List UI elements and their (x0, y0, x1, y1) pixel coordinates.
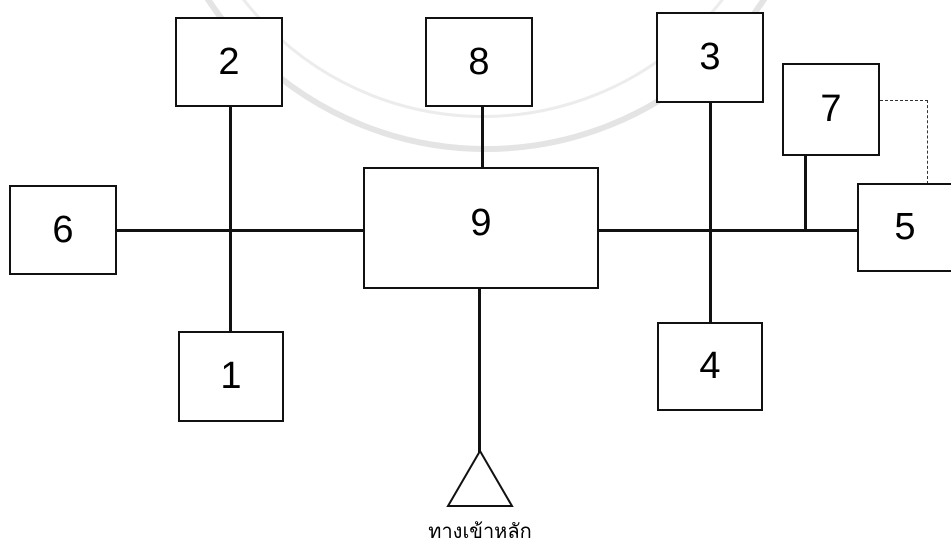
room-box-9: 9 (363, 167, 599, 289)
room-label-4: 4 (699, 345, 721, 387)
connector-3-to-4 (709, 101, 712, 323)
connector-2-to-1 (229, 105, 232, 333)
room-label-1: 1 (220, 355, 242, 397)
room-box-1: 1 (178, 331, 284, 422)
entrance-triangle-icon (446, 449, 514, 507)
room-label-9: 9 (470, 201, 492, 244)
connector-7-to-main (804, 155, 807, 231)
dashed-connector-7-to-5-horizontal (880, 100, 928, 101)
connector-9-to-entrance (478, 287, 481, 455)
connector-8-to-9 (481, 105, 484, 169)
room-box-4: 4 (657, 322, 763, 411)
room-box-6: 6 (9, 185, 117, 275)
room-box-3: 3 (656, 12, 764, 103)
dashed-connector-7-to-5-vertical (927, 100, 928, 184)
room-box-5: 5 (857, 183, 951, 272)
entrance-caption: ทางเข้าหลัก (428, 519, 532, 543)
room-label-2: 2 (218, 40, 240, 83)
room-label-5: 5 (894, 206, 916, 248)
room-label-3: 3 (699, 36, 721, 78)
room-box-8: 8 (425, 17, 533, 107)
room-box-2: 2 (175, 17, 283, 107)
connector-6-to-9 (115, 229, 365, 232)
room-label-7: 7 (820, 88, 842, 130)
room-label-8: 8 (468, 40, 490, 83)
connector-9-to-5 (597, 229, 859, 232)
room-box-7: 7 (782, 63, 880, 156)
room-label-6: 6 (52, 208, 74, 251)
